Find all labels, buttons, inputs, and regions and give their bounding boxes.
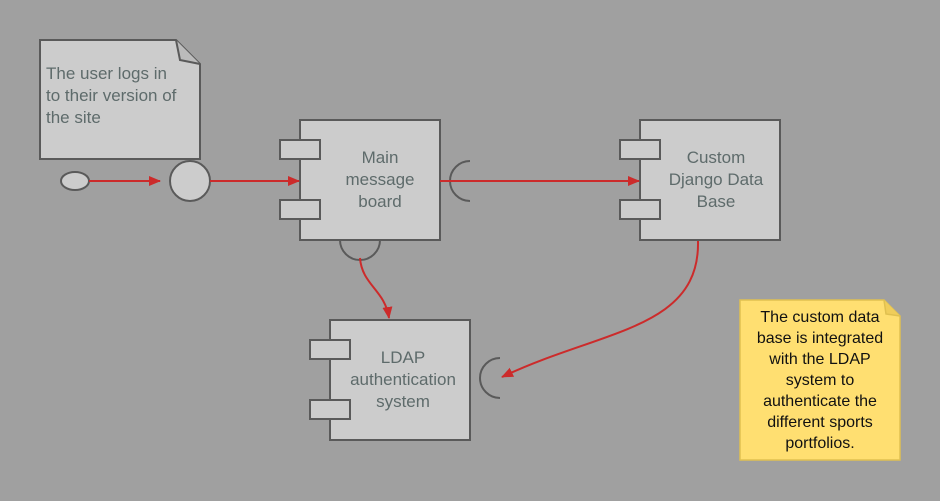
component-ldap[interactable] bbox=[309, 319, 471, 441]
django-database-label: Custom Django Data Base bbox=[668, 148, 764, 211]
component-django-database[interactable] bbox=[619, 119, 781, 241]
socket-ldap-right bbox=[479, 357, 501, 399]
sticky-note-shape[interactable] bbox=[739, 299, 901, 461]
arrow-django-to-ldap[interactable] bbox=[501, 240, 700, 378]
main-message-board-label: Main message board bbox=[345, 148, 415, 211]
sticky-note-fold bbox=[883, 299, 901, 317]
component-main-message-board[interactable] bbox=[279, 119, 441, 241]
note-text: The user logs in to their version of the… bbox=[46, 64, 177, 127]
note-fold bbox=[175, 39, 201, 65]
start-node[interactable] bbox=[60, 171, 90, 191]
socket-main-bottom bbox=[339, 239, 381, 261]
note-shape[interactable] bbox=[39, 39, 201, 160]
ldap-label: LDAP authentication system bbox=[350, 348, 456, 411]
arrow-main-to-ldap[interactable] bbox=[359, 257, 393, 319]
sticky-note-text: The custom data base is integrated with … bbox=[756, 308, 884, 452]
interface-circle[interactable] bbox=[169, 160, 211, 202]
